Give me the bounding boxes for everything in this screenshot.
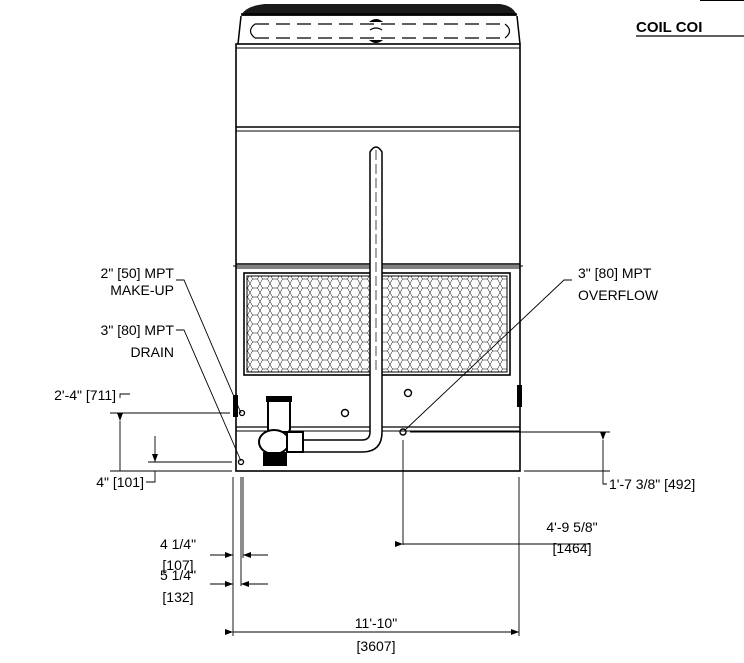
overflow-name-label: OVERFLOW <box>578 287 659 303</box>
access-port <box>403 388 413 398</box>
drain-offset-mm-label: [107] <box>162 557 193 573</box>
fan-cowl <box>237 4 521 45</box>
drawing-title: COIL COI <box>636 19 702 36</box>
extension-lines <box>110 412 610 636</box>
overflow-offset-dim: 4'-9 5/8" [1464] <box>395 519 598 556</box>
overflow-offset-ft-label: 4'-9 5/8" <box>546 519 597 535</box>
pump-assembly <box>258 396 304 466</box>
overflow-size-label: 3" [80] MPT <box>578 265 652 281</box>
overall-width-ft-label: 11'-10" <box>355 615 397 631</box>
overflow-height-dim: 1'-7 3/8" [492] <box>600 432 695 492</box>
overflow-offset-mm-label: [1464] <box>553 540 592 556</box>
drain-offset-ft-label: 4 1/4" <box>160 536 196 552</box>
access-port <box>340 408 350 418</box>
makeup-offset-dim: 5 1/4" [132] <box>160 567 268 605</box>
drain-offset-dim: 4 1/4" [107] <box>160 536 268 573</box>
overflow-height-label: 1'-7 3/8" [492] <box>609 476 695 492</box>
makeup-offset-mm-label: [132] <box>162 589 193 605</box>
overall-width-mm-label: [3607] <box>357 638 396 654</box>
makeup-name-label: MAKE-UP <box>110 282 174 298</box>
makeup-connection <box>238 409 246 417</box>
drain-size-label: 3" [80] MPT <box>101 322 175 338</box>
overall-width-dim: 11'-10" [3607] <box>225 615 519 654</box>
drain-name-label: DRAIN <box>130 344 174 360</box>
leader-lines <box>176 279 572 462</box>
drain-height-dim: 4" [101] <box>96 436 158 490</box>
makeup-height-dim: 2'-4" [711] <box>54 387 130 471</box>
overflow-connection <box>399 428 407 436</box>
drain-connection <box>237 458 245 466</box>
makeup-offset-ft-label: 5 1/4" <box>160 567 196 583</box>
makeup-size-label: 2" [50] MPT <box>101 265 175 281</box>
makeup-height-label: 2'-4" [711] <box>54 387 116 403</box>
drain-height-label: 4" [101] <box>96 474 144 490</box>
